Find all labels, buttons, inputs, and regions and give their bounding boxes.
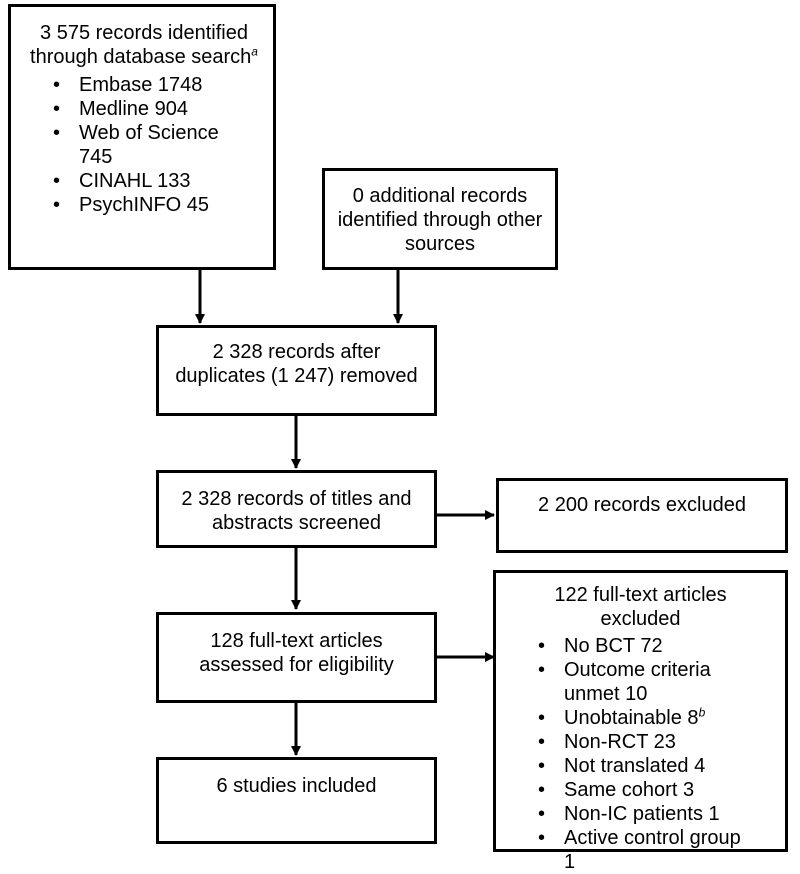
other-sources-box: 0 additional records identified through … — [322, 168, 558, 270]
exclusion-reason-item: Same cohort 3 — [532, 778, 754, 802]
after-duplicates-box: 2 328 records after duplicates (1 247) r… — [156, 325, 437, 416]
exclusion-reason-item: Non-RCT 23 — [532, 730, 754, 754]
included-text: 6 studies included — [216, 775, 377, 797]
other-sources-text: 0 additional records identified through … — [337, 185, 543, 255]
full-text-excluded-title: 122 full-text articles excluded — [554, 584, 727, 630]
database-item: Web of Science 745 — [47, 121, 229, 169]
exclusion-reason-item: Not translated 4 — [532, 754, 754, 778]
exclusion-reason-item: Non-IC patients 1 — [532, 802, 754, 826]
database-item: PsychINFO 45 — [47, 193, 229, 217]
excluded-records-text: 2 200 records excluded — [538, 494, 746, 516]
database-list: Embase 1748Medline 904Web of Science 745… — [47, 73, 265, 217]
full-text-excluded-box: 122 full-text articles excluded No BCT 7… — [493, 570, 788, 873]
footnote-a: a — [251, 44, 258, 59]
footnote-b: b — [698, 705, 706, 720]
database-search-box: 3 575 records identified through databas… — [8, 4, 276, 270]
after-duplicates-text: 2 328 records after duplicates (1 247) r… — [175, 341, 418, 387]
exclusion-reason-item: Active control group 1 — [532, 826, 754, 874]
full-text-box: 128 full-text articles assessed for elig… — [156, 612, 437, 703]
exclusion-reason-item: Unobtainable 8b — [532, 706, 754, 730]
database-item: CINAHL 133 — [47, 169, 229, 193]
excluded-records-box: 2 200 records excluded — [496, 478, 788, 553]
database-search-title: 3 575 records identified through databas… — [30, 22, 258, 68]
database-item: Embase 1748 — [47, 73, 229, 97]
included-box: 6 studies included — [156, 757, 437, 844]
screened-text: 2 328 records of titles and abstracts sc… — [181, 488, 412, 534]
exclusion-reasons-list: No BCT 72Outcome criteria unmet 10Unobta… — [532, 634, 779, 874]
exclusion-reason-item: No BCT 72 — [532, 634, 754, 658]
screened-box: 2 328 records of titles and abstracts sc… — [156, 470, 437, 548]
exclusion-reason-item: Outcome criteria unmet 10 — [532, 658, 754, 706]
database-item: Medline 904 — [47, 97, 229, 121]
full-text-text: 128 full-text articles assessed for elig… — [199, 630, 394, 676]
